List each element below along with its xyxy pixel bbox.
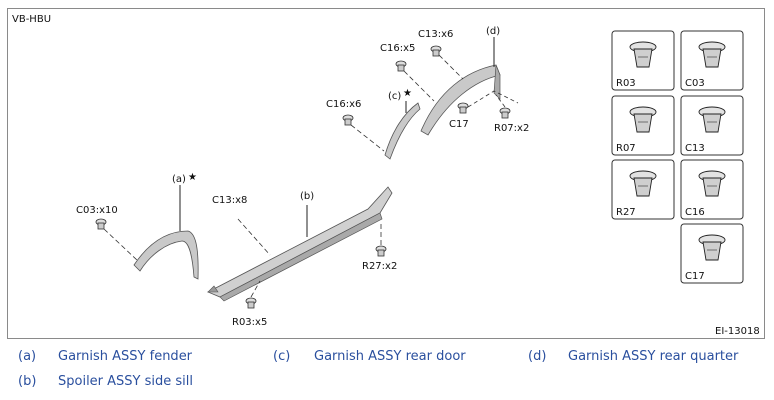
fastener-panel-c03: C03 — [680, 30, 744, 91]
exploded-parts-diagram: VB-HBU EI-13018 (a) ★ C03:x10 (b) C13:x8 — [12, 14, 760, 337]
leader-c17-r07 — [467, 90, 519, 108]
fastener-label-r03: R03 — [616, 78, 636, 89]
clip-c16-icon — [342, 114, 354, 126]
callout-a: (a) — [172, 174, 186, 185]
callout-c: (c) — [388, 91, 401, 102]
c13-fastener-icon — [698, 106, 726, 133]
part-rear-quarter-garnish — [420, 64, 501, 136]
callout-c16-x6: C16:x6 — [326, 99, 361, 110]
fastener-panel-c17: C17 — [680, 223, 744, 284]
diagram-frame: VB-HBU EI-13018 (a) ★ C03:x10 (b) C13:x8 — [7, 8, 765, 339]
part-fender-garnish — [133, 230, 199, 280]
legend-mark-c: (c) — [273, 349, 291, 364]
leader-c13-x8 — [237, 218, 271, 256]
leader-c16-x6 — [350, 124, 385, 152]
fastener-label-r07: R07 — [616, 143, 636, 154]
r03-fastener-icon — [629, 41, 657, 68]
clip-r07-icon — [499, 107, 511, 119]
leader-c16-x5 — [403, 70, 435, 102]
c03-fastener-icon — [698, 41, 726, 68]
legend-text-a: Garnish ASSY fender — [58, 349, 193, 364]
figure-id: EI-13018 — [715, 326, 760, 337]
callout-c17: C17 — [449, 119, 469, 130]
callout-d: (d) — [486, 26, 500, 37]
fastener-label-c17: C17 — [685, 271, 705, 282]
clip-c13-icon — [430, 45, 442, 57]
r27-fastener-icon — [629, 170, 657, 197]
fastener-panel-r27: R27 — [611, 159, 675, 220]
clip-c17-icon — [457, 102, 469, 114]
callout-r07-x2: R07:x2 — [494, 123, 529, 134]
legend-mark-a: (a) — [18, 349, 37, 364]
legend-text-c: Garnish ASSY rear door — [314, 349, 466, 364]
legend-mark-d: (d) — [528, 349, 547, 364]
legend-text-b: Spoiler ASSY side sill — [58, 374, 194, 389]
fastener-label-r27: R27 — [616, 207, 636, 218]
c16-fastener-icon — [698, 170, 726, 197]
leader-c03 — [103, 228, 139, 262]
callout-r03-x5: R03:x5 — [232, 317, 267, 328]
r07-fastener-icon — [629, 106, 657, 133]
legend-mark-b: (b) — [18, 374, 37, 389]
part-rear-door-garnish — [384, 102, 421, 160]
clip-r03-icon — [245, 297, 257, 309]
legend-text-d: Garnish ASSY rear quarter — [568, 349, 739, 364]
leader-c13-x6 — [438, 54, 464, 80]
clip-c03-icon — [95, 218, 107, 230]
clip-c16-icon-2 — [395, 60, 407, 72]
model-code: VB-HBU — [12, 14, 51, 25]
callout-c03-x10: C03:x10 — [76, 205, 118, 216]
fastener-panel-c16: C16 — [680, 159, 744, 220]
fastener-panel-r03: R03 — [611, 30, 675, 91]
fastener-label-c13: C13 — [685, 143, 705, 154]
fastener-label-c03: C03 — [685, 78, 705, 89]
leader-r03 — [250, 280, 261, 298]
callout-r27-x2: R27:x2 — [362, 261, 397, 272]
callout-b: (b) — [300, 191, 314, 202]
star-c: ★ — [403, 88, 412, 99]
c17-fastener-icon — [698, 234, 726, 261]
callout-c13-x6: C13:x6 — [418, 29, 453, 40]
part-side-sill-spoiler — [207, 186, 393, 302]
fastener-panel-c13: C13 — [680, 95, 744, 156]
clip-r27-icon — [375, 245, 387, 257]
star-a: ★ — [188, 172, 197, 183]
callout-c16-x5: C16:x5 — [380, 43, 415, 54]
fastener-label-c16: C16 — [685, 207, 705, 218]
fastener-panel-r07: R07 — [611, 95, 675, 156]
callout-c13-x8: C13:x8 — [212, 195, 247, 206]
